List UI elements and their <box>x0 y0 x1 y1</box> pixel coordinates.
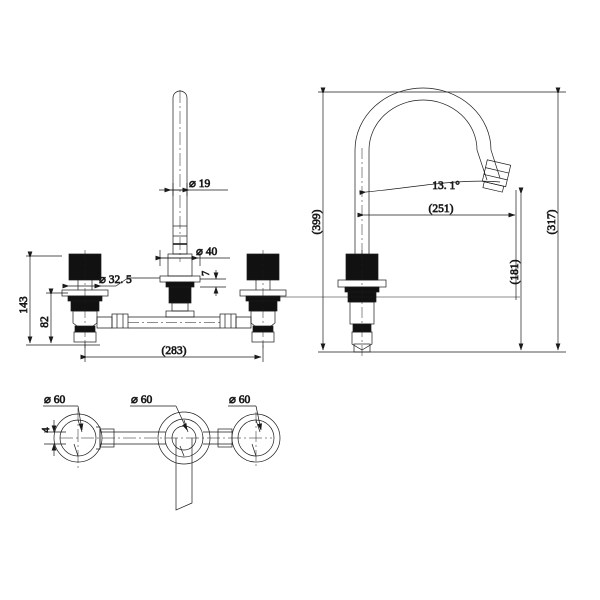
cross-bar <box>128 310 220 329</box>
dim-spout-tube-dia <box>159 183 228 196</box>
plan-flange-left <box>53 408 103 470</box>
dim-left-flange-dia <box>43 405 84 431</box>
dim-label-right-flange-dia: ⌀ 60 <box>229 394 251 406</box>
handle-right <box>219 250 287 348</box>
view-side-elevation: (399) (251) 13. 1° (181) (317) <box>246 87 566 356</box>
valve-body-side <box>337 250 387 356</box>
dim-label-spout-height: (317) <box>546 209 558 234</box>
dim-right-flange-dia <box>228 405 263 431</box>
dim-center-flange-dia <box>130 405 188 431</box>
dim-label-spout-tube-dia: ⌀ 19 <box>189 178 211 190</box>
dim-spout-reach <box>357 190 517 300</box>
handle-left <box>61 250 129 348</box>
dim-label-total-height: (399) <box>311 209 323 234</box>
spout-column <box>159 90 201 312</box>
plan-flange-right <box>231 412 281 466</box>
dim-label-spout-base-dia: ⌀ 40 <box>196 246 218 258</box>
view-front-elevation: ⌀ 19 ⌀ 40 ⌀ 32. 5 7 <box>18 90 287 362</box>
dim-spout-base-dia <box>155 250 230 266</box>
dim-label-outlet-height: (181) <box>509 259 521 284</box>
dim-flange-thickness <box>200 270 226 296</box>
dim-label-plan-offset: 4 <box>41 427 52 433</box>
dim-outlet-angle <box>359 180 501 195</box>
dim-overall-height <box>26 251 100 346</box>
plan-flange-center <box>157 411 211 511</box>
dim-plan-offset <box>44 420 66 456</box>
dim-label-handle-base-dia: ⌀ 32. 5 <box>99 274 132 286</box>
view-plan: ⌀ 60 ⌀ 60 ⌀ 60 4 <box>41 394 281 511</box>
dim-label-overall-height: 143 <box>18 296 30 314</box>
dim-label-spout-reach: (251) <box>429 203 454 215</box>
dim-lower-height <box>46 288 68 344</box>
dim-label-handle-spread: (283) <box>162 345 187 357</box>
dim-label-left-flange-dia: ⌀ 60 <box>44 394 66 406</box>
dim-handle-spread <box>80 342 264 362</box>
dim-label-center-flange-dia: ⌀ 60 <box>131 394 153 406</box>
dim-label-flange-thickness: 7 <box>201 271 212 276</box>
dim-label-lower-height: 82 <box>39 316 51 328</box>
gooseneck-spout <box>354 87 512 262</box>
dim-handle-base-dia <box>62 277 160 289</box>
dim-label-outlet-angle: 13. 1° <box>432 180 460 192</box>
